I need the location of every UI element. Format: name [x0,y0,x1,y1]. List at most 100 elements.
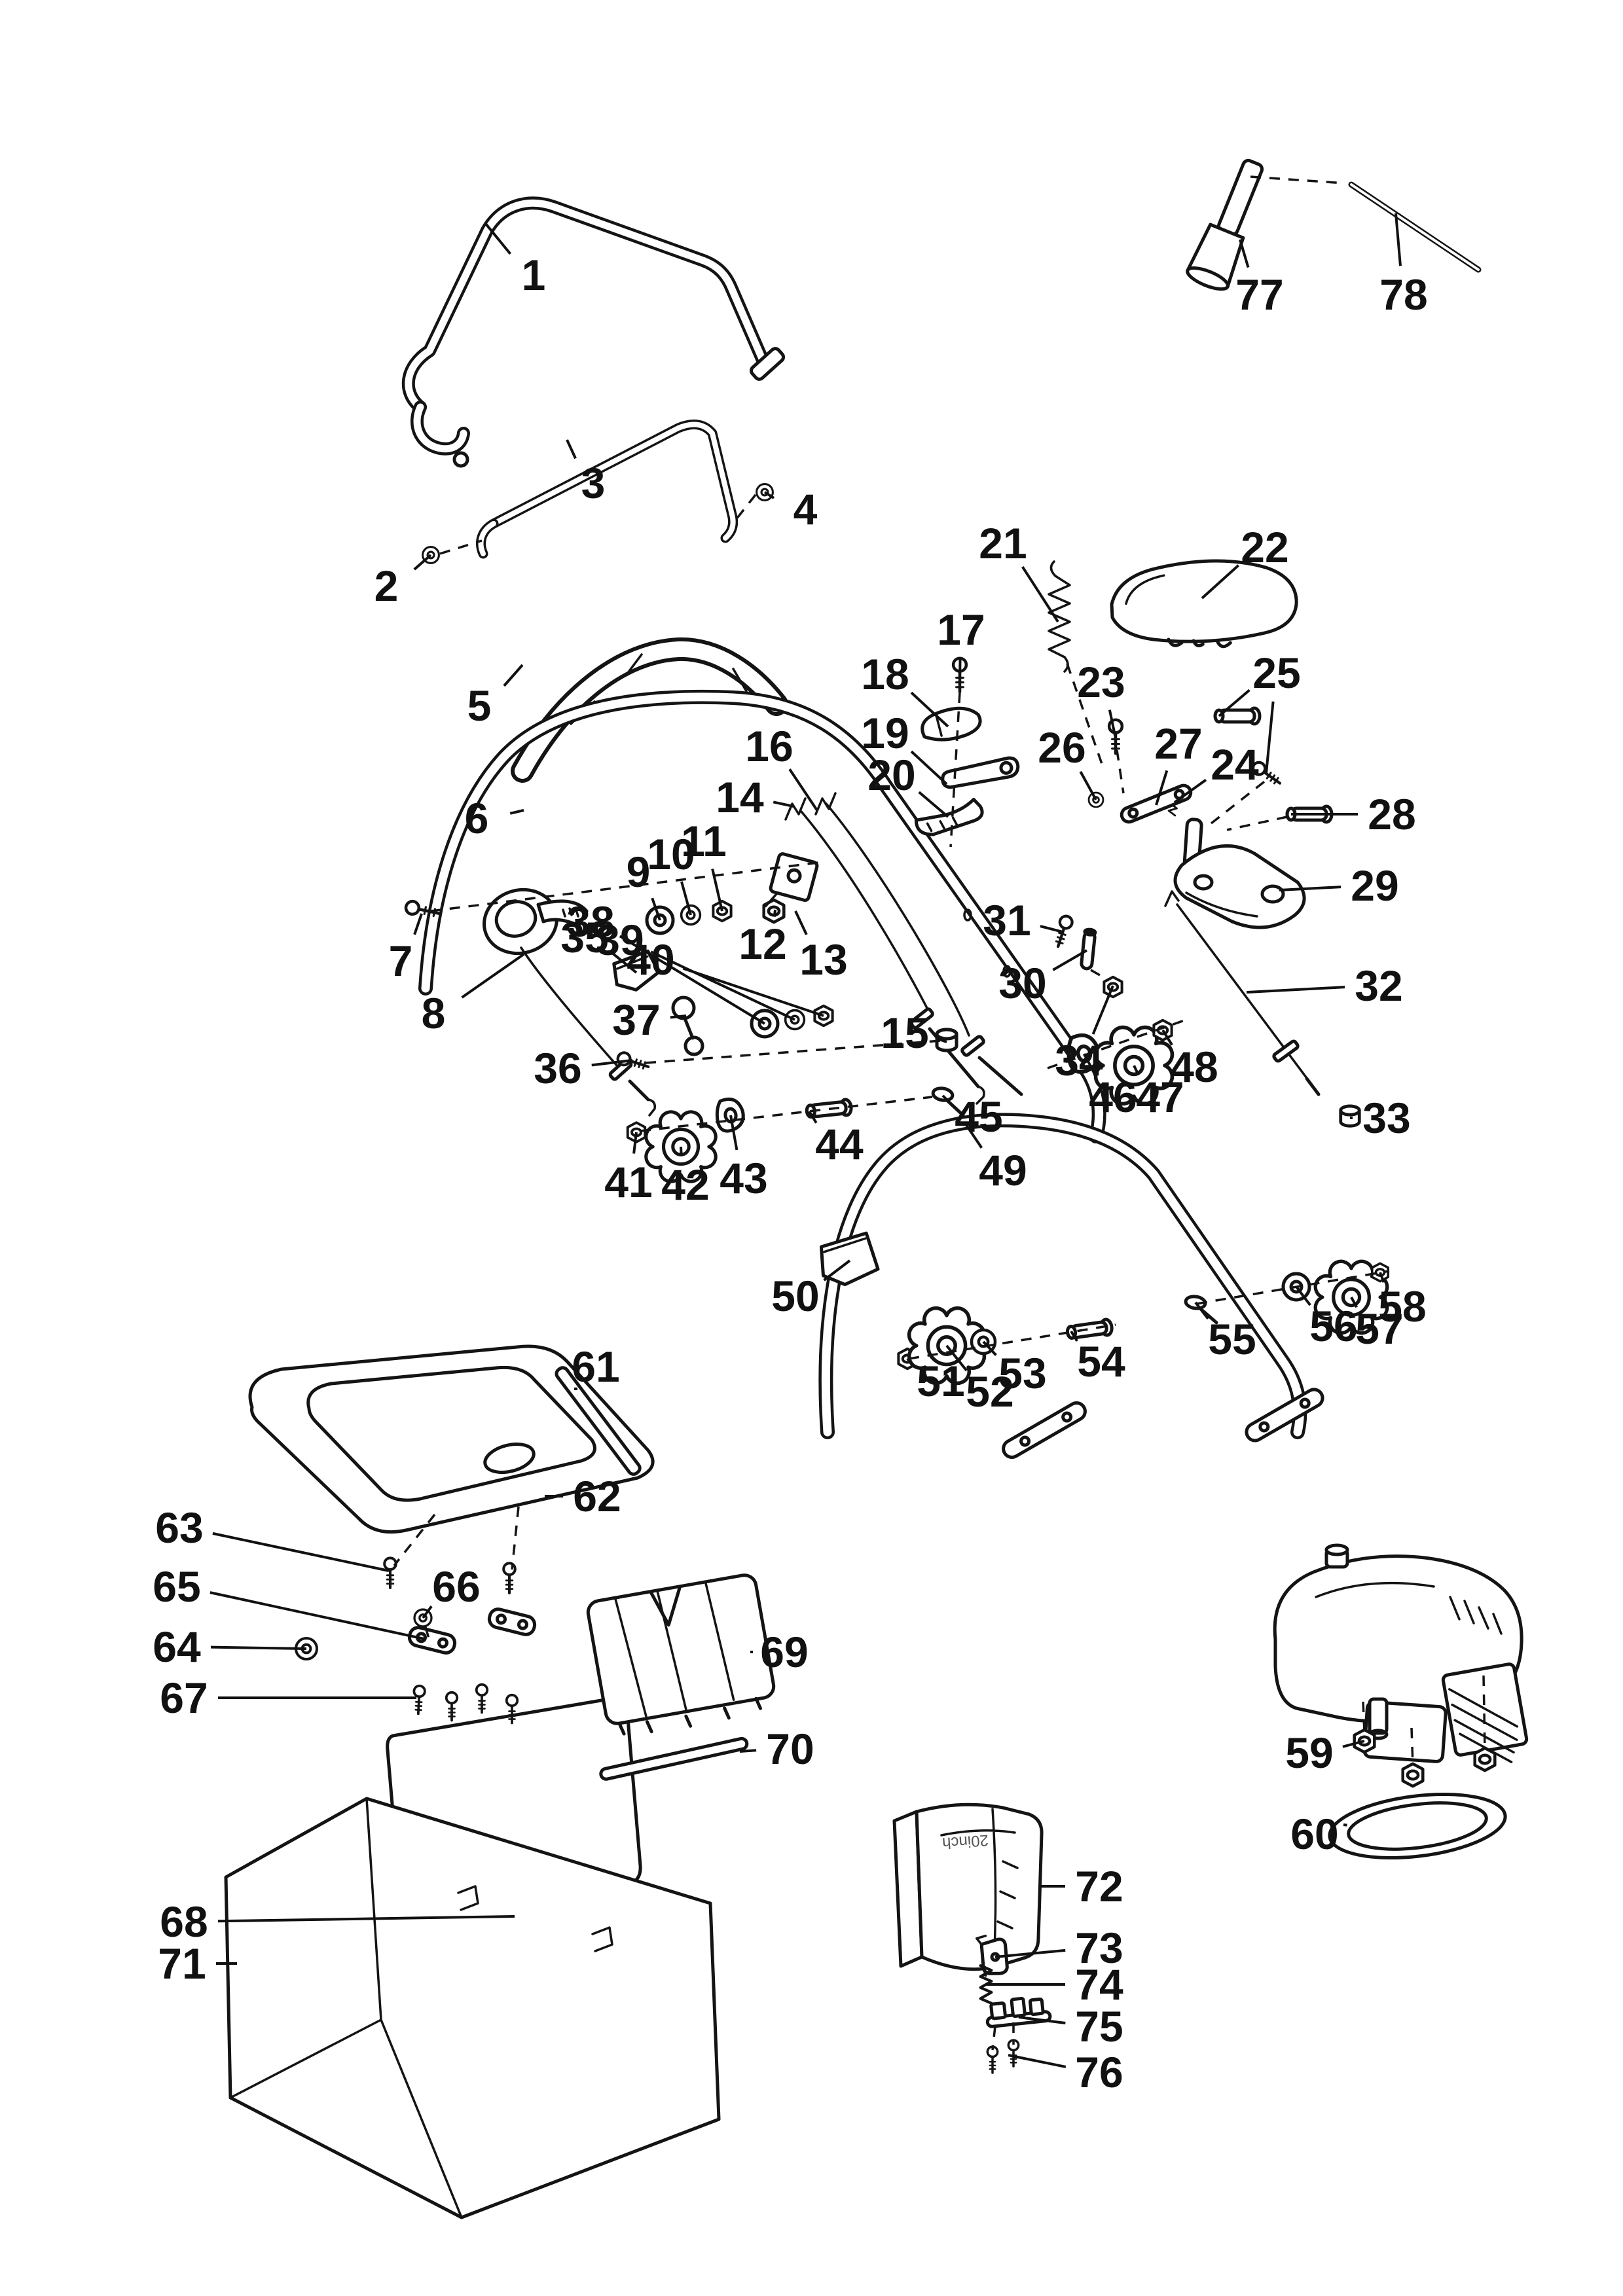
leader-line [611,952,638,974]
callout-part-6: 6 [465,794,524,842]
leader-line [632,1132,638,1154]
leader-line [1161,1029,1173,1046]
leader-line [964,1122,983,1149]
part-number-label: 67 [160,1674,208,1722]
leader-line [918,791,949,818]
callout-part-28: 28 [1291,790,1416,838]
part-number-label: 25 [1252,649,1300,697]
part-number-label: 2 [374,562,399,610]
part-number-label: 59 [1285,1729,1333,1777]
callout-part-15: 15 [881,1009,947,1057]
part-number-label: 44 [815,1120,864,1168]
part-number-label: 34 [1055,1036,1103,1085]
part-number-label: 62 [573,1472,621,1520]
leader-line [1108,709,1117,739]
leader-line [773,800,794,808]
leader-line [210,1645,307,1650]
part-number-label: 55 [1208,1315,1256,1363]
part-35-clip-art [612,949,661,992]
part-number-label: 56 [1309,1302,1357,1350]
leader-line [794,910,808,935]
part-number-label: 13 [799,935,847,984]
callout-part-44: 44 [808,1110,864,1168]
leader-line [1279,886,1341,891]
leader-line [413,913,423,935]
part-1-upper-bail-bar-art [401,196,786,468]
callout-part-16: 16 [745,722,818,812]
leader-line [680,881,692,916]
callout-part-78: 78 [1379,213,1428,319]
part-50-clip-art [819,1231,880,1287]
part-number-label: 52 [966,1367,1013,1416]
part-number-label: 28 [1368,790,1415,838]
callout-part-2: 2 [374,554,432,610]
part-number-label: 21 [979,519,1027,567]
callout-part-21: 21 [979,519,1059,623]
callout-part-59: 59 [1285,1729,1365,1777]
part-43-cup-washer-art [714,1097,746,1133]
callout-part-25: 25 [1218,649,1301,774]
part-number-label: 24 [1211,740,1259,789]
part-number-label: 53 [998,1349,1046,1397]
callout-part-9: 9 [627,848,661,921]
callout-part-31: 31 [983,896,1064,944]
part-number-label: 73 [1075,1924,1123,1972]
callout-part-22: 22 [1201,523,1289,600]
leader-line [1395,213,1402,266]
leader-line [651,897,661,921]
part-number-label: 68 [160,1897,208,1946]
part-number-label: 29 [1351,861,1398,910]
part-number-label: 50 [771,1272,819,1320]
part-number-label: 54 [1077,1337,1125,1386]
leader-line [1246,986,1345,994]
callout-part-61: 61 [572,1342,619,1391]
part-77-spark-plug-wrench-art [1186,158,1264,291]
part-number-label: 19 [861,709,909,757]
part-number-label: 9 [627,848,651,896]
callout-part-11: 11 [681,817,727,912]
callout-part-8: 8 [422,953,525,1037]
leader-line [680,1146,683,1157]
part-61-lid-strip-art [555,1366,642,1476]
callout-part-76: 76 [1008,2048,1123,2096]
callout-part-26: 26 [1038,723,1097,800]
callout-part-30: 30 [998,949,1088,1007]
leader-line [484,223,512,255]
leader-line [1083,1053,1095,1074]
callout-part-10: 10 [647,830,695,916]
part-number-label: 74 [1075,1960,1123,2009]
part-number-label: 40 [627,935,674,984]
leader-line [670,1014,687,1019]
callout-part-37: 37 [612,996,687,1044]
callout-part-41: 41 [604,1132,653,1206]
callout-part-42: 42 [661,1146,710,1209]
callout-part-57: 57 [1350,1297,1404,1353]
part-number-label: 22 [1241,523,1288,571]
callout-part-20: 20 [867,751,949,818]
leader-line [1218,689,1250,717]
callout-part-62: 62 [545,1472,621,1520]
leader-line [1194,1301,1209,1320]
part-number-label: 26 [1038,723,1085,772]
part-72-mulch-plug-art [892,1803,1044,1971]
callout-part-17: 17 [937,605,985,679]
part-60-gasket-ring-art [1328,1792,1507,1860]
part-29-bail-bracket-art [1173,817,1306,929]
callout-part-49: 49 [964,1122,1027,1194]
callout-part-34: 34 [1055,985,1114,1085]
callout-part-50: 50 [771,1259,851,1320]
leader-line [1239,239,1250,268]
part-5-foam-grip-art [511,637,788,783]
leader-line [461,953,525,999]
leader-line [1070,1330,1078,1342]
callout-part-70: 70 [739,1725,814,1773]
part-number-label: 41 [604,1158,652,1206]
part-22-engine-top-cover-art [1110,559,1298,649]
callout-part-75: 75 [1018,2002,1123,2051]
leader-line [1018,2016,1066,2025]
callout-part-40: 40 [627,935,824,1017]
callout-part-23: 23 [1077,658,1125,739]
leader-line [1091,985,1114,1035]
leader-line [994,1948,1066,1958]
